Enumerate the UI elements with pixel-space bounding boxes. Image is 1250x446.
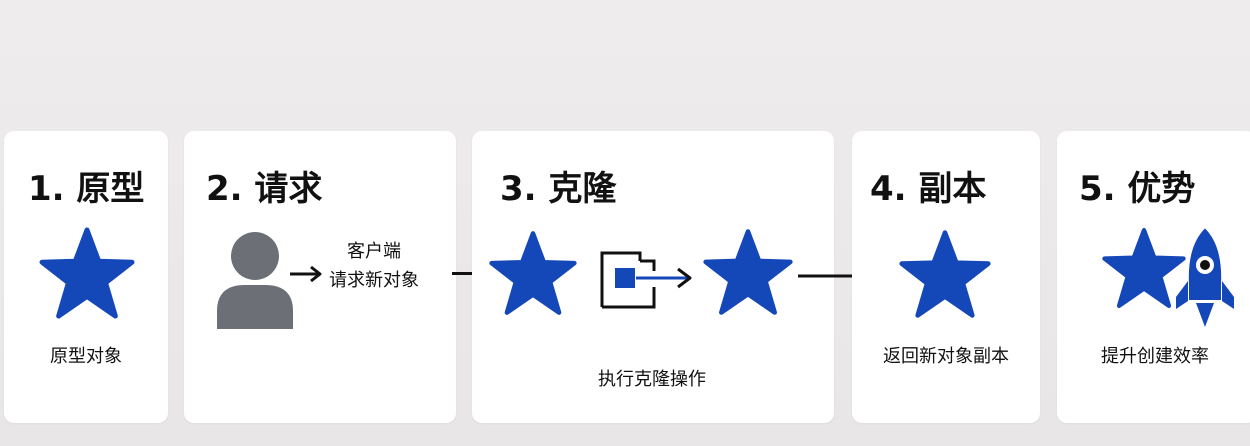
rocket-icon <box>1176 225 1234 327</box>
step-title-advantage: 5. 优势 <box>1079 169 1196 209</box>
request-line-1: 客户端 <box>347 241 401 262</box>
arrow-right-icon <box>290 265 322 283</box>
step-caption-clone: 执行克隆操作 <box>598 369 706 390</box>
step-card-clone: 3. 克隆 执行克隆操作 <box>472 131 834 423</box>
step-card-request: 2. 请求 客户端 请求新对象 <box>184 131 456 423</box>
step-title-copy: 4. 副本 <box>870 169 987 209</box>
step-caption-copy: 返回新对象副本 <box>883 346 1009 367</box>
step-card-prototype: 1. 原型 原型对象 <box>4 131 168 423</box>
star-icon <box>703 229 793 315</box>
request-line-2: 请求新对象 <box>329 270 419 291</box>
star-icon <box>489 231 577 315</box>
copy-icon <box>600 251 692 309</box>
star-icon <box>899 230 991 318</box>
star-icon <box>1102 228 1186 308</box>
step-title-clone: 3. 克隆 <box>500 169 617 209</box>
step-card-copy: 4. 副本 返回新对象副本 <box>852 131 1040 423</box>
step-card-advantage: 5. 优势 提升创建效率 <box>1057 131 1250 423</box>
step-caption-advantage: 提升创建效率 <box>1101 346 1209 367</box>
person-icon <box>217 232 293 329</box>
step-title-request: 2. 请求 <box>206 169 323 209</box>
connector-line <box>452 272 482 275</box>
step-caption-prototype: 原型对象 <box>50 346 122 367</box>
star-icon <box>39 227 135 319</box>
step-title-prototype: 1. 原型 <box>28 169 145 209</box>
